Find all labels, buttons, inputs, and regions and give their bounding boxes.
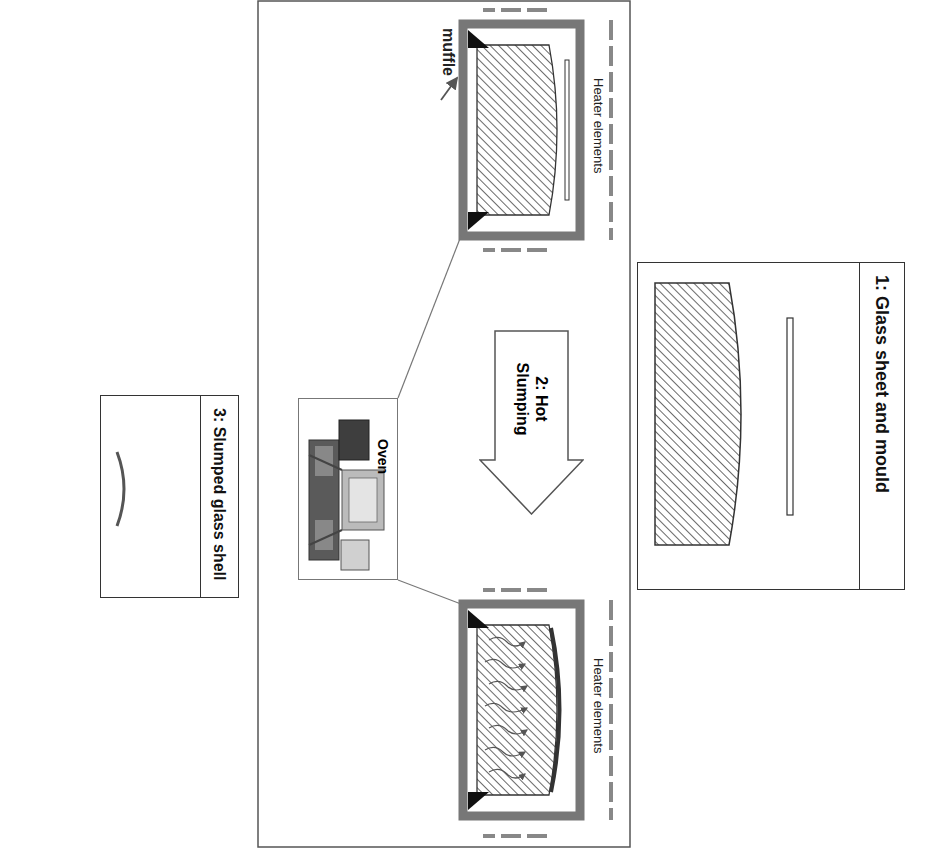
heater-label: Heater elements	[591, 658, 606, 753]
slumped-sheet	[551, 628, 560, 792]
panel-heading: 3: Slumped glass shell	[200, 396, 238, 597]
step-panel: 1: Glass sheet and mould	[637, 262, 905, 590]
muffle-box	[463, 24, 580, 236]
panel-heading: 1: Glass sheet and mould	[859, 263, 904, 589]
oven-picture	[309, 420, 384, 570]
support-triangle	[468, 610, 489, 628]
heat-flow-arrows	[485, 637, 527, 778]
support-triangle	[468, 792, 489, 810]
leader-arrow	[441, 78, 457, 100]
leader-line	[398, 236, 461, 398]
block-arrow-outline	[480, 331, 583, 514]
heater-label: Heater elements	[591, 78, 606, 173]
mould	[477, 45, 557, 215]
arrow-text-box: 2: Hot Slumping	[495, 338, 568, 460]
process-arrow: 2: Hot Slumping	[479, 330, 584, 515]
step-panel: 3: Slumped glass shell	[100, 395, 239, 598]
mould	[655, 283, 741, 545]
process-frame	[258, 1, 630, 847]
mould	[477, 625, 557, 795]
support-triangle	[468, 212, 489, 230]
muffle-box	[463, 604, 580, 816]
muffle-label: muffle	[439, 28, 457, 76]
leader-line	[398, 580, 461, 604]
glass-sheet	[565, 60, 569, 200]
support-triangle	[468, 30, 489, 48]
inset-label: Oven	[375, 439, 391, 474]
slumped-shell	[117, 452, 124, 526]
arrow-label: 2: Hot Slumping	[513, 349, 550, 449]
glass-sheet	[787, 318, 793, 515]
oven-inset: Oven	[298, 398, 398, 580]
